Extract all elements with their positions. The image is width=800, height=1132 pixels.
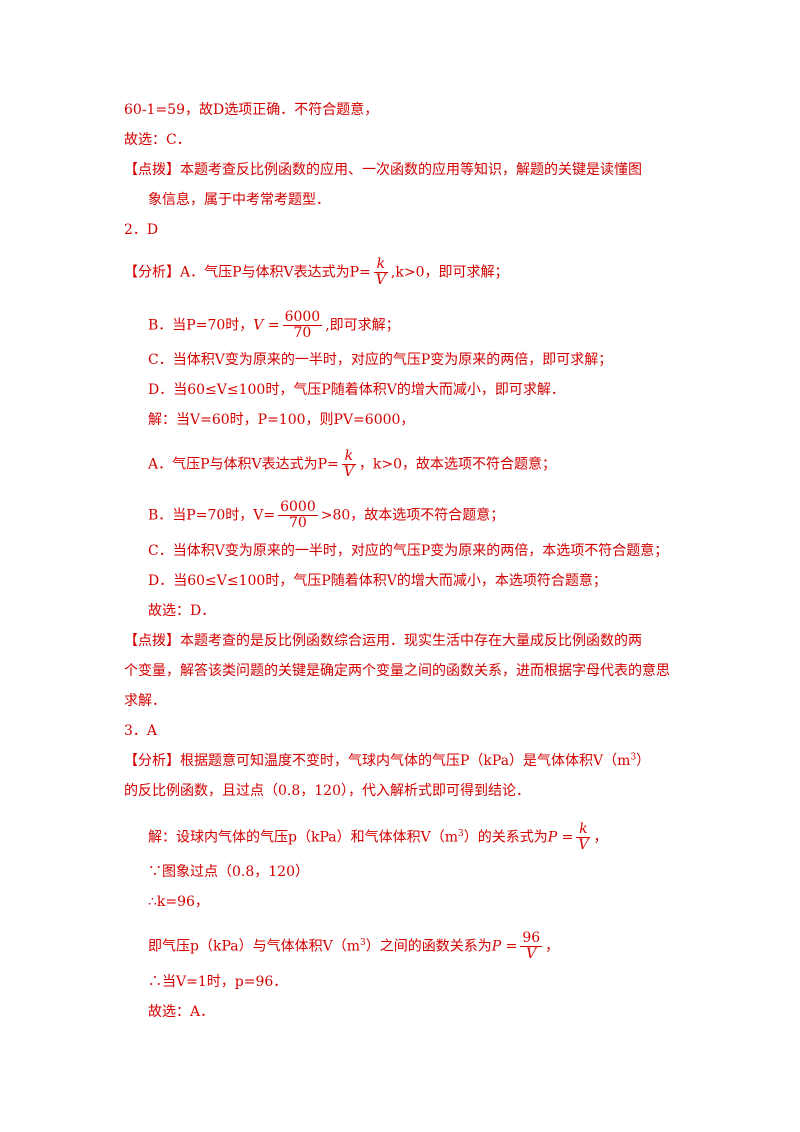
text-span: ,即可求解； bbox=[325, 317, 400, 334]
text-line: 的反比例函数，且过点（0.8，120），代入解析式即可得到结论． bbox=[124, 783, 530, 799]
math-text: V = bbox=[253, 317, 280, 334]
superscript: 3 bbox=[359, 937, 366, 948]
text-span: ） bbox=[636, 753, 651, 769]
numerator: k bbox=[341, 449, 356, 465]
text-line: 2．D bbox=[124, 222, 159, 238]
numerator: 6000 bbox=[282, 309, 323, 326]
denominator: V bbox=[578, 837, 589, 853]
text-span: ， bbox=[545, 938, 560, 955]
text-line: 【分析】根据题意可知温度不变时，气球内气体的气压P（kPa）是气体体积V（m3） bbox=[124, 751, 740, 771]
text-line: 个变量，解答该类问题的关键是确定两个变量之间的函数关系，进而根据字母代表的意思 bbox=[124, 663, 670, 679]
denominator: V bbox=[375, 272, 386, 288]
numerator: 96 bbox=[520, 930, 543, 947]
math-text: P = bbox=[491, 938, 518, 955]
numerator: k bbox=[373, 257, 388, 273]
text-line: 【点拨】本题考查的是反比例函数综合运用．现实生活中存在大量成反比例函数的两 bbox=[124, 633, 642, 649]
math-text: P = bbox=[547, 829, 574, 846]
numerator: k bbox=[576, 822, 591, 838]
text-span: ,k>0，即可求解； bbox=[390, 264, 509, 281]
text-span: ）的关系式为 bbox=[463, 829, 548, 846]
text-line: 故选：A． bbox=[148, 1004, 215, 1020]
text-line: 3．A bbox=[124, 723, 158, 739]
text-line: 【点拨】本题考查反比例函数的应用、一次函数的应用等知识，解题的关键是读懂图 bbox=[124, 162, 642, 178]
text-span: 【分析】根据题意可知温度不变时，气球内气体的气压P（kPa）是气体体积V（m bbox=[124, 753, 631, 769]
text-span: ，k>0，故本选项不符合题意； bbox=[358, 456, 557, 473]
text-span: 解：设球内气体的气压p（kPa）和气体体积V（m bbox=[148, 829, 458, 846]
denominator: 70 bbox=[289, 515, 307, 531]
text-line: C．当体积V变为原来的一半时，对应的气压P变为原来的两倍，即可求解； bbox=[148, 352, 613, 368]
text-line: 故选：C． bbox=[124, 132, 191, 148]
denominator: V bbox=[343, 464, 354, 480]
superscript: 3 bbox=[630, 752, 637, 763]
text-line: ∴当V=1时，p=96． bbox=[148, 974, 288, 990]
text-line: C．当体积V变为原来的一半时，对应的气压P变为原来的两倍，本选项不符合题意； bbox=[148, 543, 669, 559]
denominator: V bbox=[526, 946, 537, 962]
denominator: 70 bbox=[293, 325, 312, 341]
text-span: A．气压P与体积V表达式为P= bbox=[148, 456, 339, 473]
text-span: >80，故本选项不符合题意； bbox=[320, 507, 505, 524]
numerator: 6000 bbox=[278, 499, 318, 516]
text-line: D．当60≤V≤100时，气压P随着体积V的增大而减小，即可求解． bbox=[148, 382, 565, 398]
text-line: ∴k=96， bbox=[148, 894, 209, 910]
text-line: 60-1=59，故D选项正确．不符合题意， bbox=[124, 102, 379, 118]
text-span: B．当P=70时，V= bbox=[148, 507, 276, 524]
text-span: 【分析】A．气压P与体积V表达式为P= bbox=[124, 264, 371, 281]
text-line: 解：当V=60时，P=100，则PV=6000， bbox=[148, 412, 415, 428]
text-line: 故选：D． bbox=[148, 603, 216, 619]
text-span: ， bbox=[593, 829, 608, 846]
text-line: 求解． bbox=[124, 693, 166, 709]
text-span: 即气压p（kPa）与气体体积V（m bbox=[148, 938, 360, 955]
text-line: ∵图象过点（0.8，120） bbox=[148, 864, 309, 880]
text-span: B．当P=70时， bbox=[148, 317, 254, 334]
text-span: ）之间的函数关系为 bbox=[365, 938, 492, 955]
text-line: 象信息，属于中考常考题型． bbox=[148, 192, 330, 208]
superscript: 3 bbox=[457, 828, 464, 839]
text-line: D．当60≤V≤100时，气压P随着体积V的增大而减小，本选项符合题意； bbox=[148, 573, 607, 589]
